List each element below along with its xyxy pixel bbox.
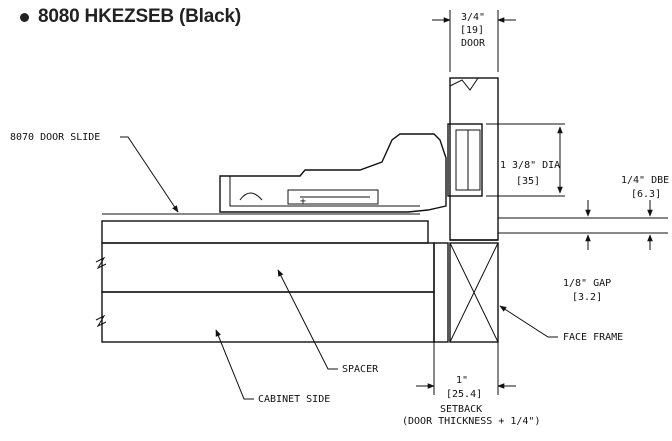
- diameter-dimension: 1 3/8" DIA [35]: [486, 123, 565, 197]
- dbe-dimension: 1/4" DBE [6.3]: [498, 175, 669, 250]
- door: [449, 77, 499, 241]
- gap-label: 1/8" GAP: [563, 278, 611, 289]
- gap-dimension: 1/8" GAP [3.2]: [563, 278, 611, 303]
- face-frame-label: FACE FRAME: [563, 332, 623, 343]
- cabinet-side: [95, 242, 435, 343]
- face-frame: [449, 242, 499, 343]
- slide-label: 8070 DOOR SLIDE: [10, 132, 100, 143]
- hinge-cup: [447, 123, 483, 197]
- slide-leader: 8070 DOOR SLIDE: [10, 132, 179, 213]
- face-frame-leader: FACE FRAME: [499, 305, 623, 343]
- svg-text:+: +: [300, 196, 306, 207]
- door-width-dimension: 3/4" [19] DOOR: [432, 10, 516, 72]
- diagram-title: 8080 HKEZSEB (Black): [38, 6, 241, 27]
- spacer-block: [433, 242, 449, 343]
- dbe-label: 1/4" DBE: [621, 175, 669, 186]
- diameter-label: 1 3/8" DIA: [500, 160, 560, 171]
- hinge-arm: +: [219, 133, 447, 213]
- title-row: 8080 HKEZSEB (Black): [20, 6, 241, 28]
- cabinet-side-leader: CABINET SIDE: [215, 329, 330, 405]
- setback-label: SETBACK: [440, 404, 482, 415]
- setback-note: (DOOR THICKNESS + 1/4"): [402, 416, 540, 427]
- door-label: DOOR: [461, 38, 486, 49]
- bullet-icon: [20, 12, 29, 22]
- diameter-mm: [35]: [516, 176, 540, 187]
- dbe-mm: [6.3]: [631, 189, 661, 200]
- spacer-label: SPACER: [342, 364, 379, 375]
- door-width-mm: [19]: [460, 25, 484, 36]
- door-slide: [101, 213, 429, 244]
- setback-mm: [25.4]: [446, 389, 482, 400]
- setback-value: 1": [456, 375, 468, 386]
- cabinet-side-label: CABINET SIDE: [258, 394, 330, 405]
- door-width-label: 3/4": [461, 12, 485, 23]
- setback-dimension: 1" [25.4] SETBACK (DOOR THICKNESS + 1/4"…: [402, 342, 540, 427]
- spacer-leader: SPACER: [277, 269, 379, 375]
- gap-mm: [3.2]: [572, 292, 602, 303]
